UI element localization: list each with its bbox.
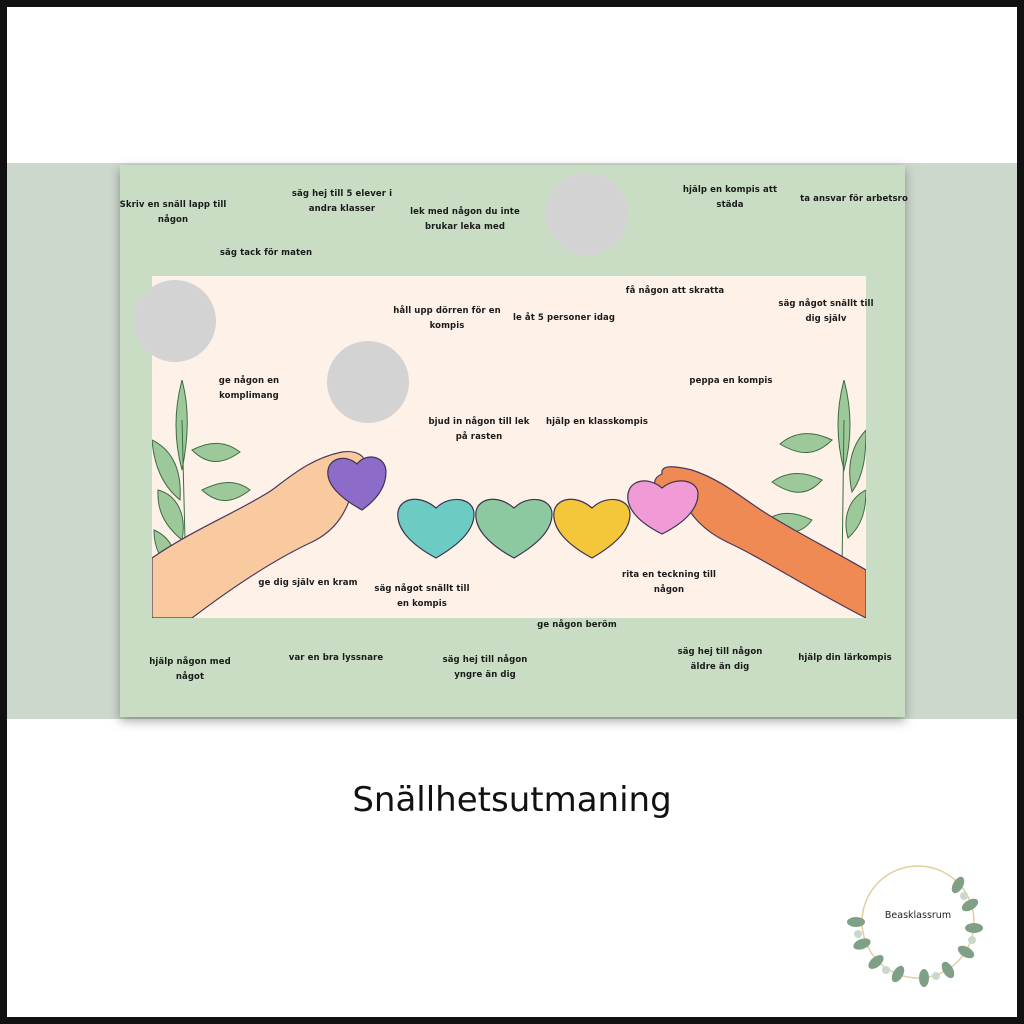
heart-teal-icon: [397, 498, 475, 559]
brand-logo: Beasklassrum: [838, 860, 998, 1000]
task-label: säg tack för maten: [219, 248, 313, 258]
task-label: få någon att skratta: [625, 286, 725, 296]
task-label: hjälp någon med något: [149, 657, 231, 682]
right-leaves-icon: [763, 380, 866, 571]
task-label: säg något snällt till en kompis: [374, 584, 470, 609]
placeholder-circle-top: [546, 173, 628, 255]
task-label: säg hej till någon äldre än dig: [677, 647, 763, 672]
task-label: säg något snällt till dig själv: [778, 299, 874, 324]
heart-green-icon: [475, 498, 553, 559]
wreath-icon: [847, 865, 983, 987]
task-label: håll upp dörren för en kompis: [393, 306, 501, 331]
placeholder-circle-left: [134, 280, 216, 362]
task-label: hjälp en kompis att städa: [682, 185, 778, 210]
task-label: var en bra lyssnare: [288, 653, 384, 663]
task-label: hjälp en klasskompis: [545, 417, 649, 427]
heart-pink-icon: [627, 480, 699, 535]
task-label: lek med någon du inte brukar leka med: [410, 207, 520, 232]
task-label: ge någon beröm: [537, 620, 617, 630]
task-label: hjälp din lärkompis: [798, 653, 892, 663]
task-label: peppa en kompis: [689, 376, 773, 386]
task-label: rita en teckning till någon: [621, 570, 717, 595]
right-hand-icon: [654, 466, 866, 618]
hands-and-hearts-illustration: [152, 380, 866, 618]
task-label: bjud in någon till lek på rasten: [428, 417, 530, 442]
task-label: ta ansvar för arbetsro: [800, 194, 908, 204]
task-label: säg hej till någon yngre än dig: [442, 655, 528, 680]
task-label: Skriv en snäll lapp till någon: [119, 200, 227, 225]
task-label: säg hej till 5 elever i andra klasser: [291, 189, 393, 214]
placeholder-circle-middle: [327, 341, 409, 423]
brand-name: Beasklassrum: [884, 910, 952, 921]
page-title: Snällhetsutmaning: [352, 780, 672, 820]
heart-yellow-icon: [553, 498, 631, 559]
task-label: ge dig själv en kram: [258, 578, 358, 588]
task-label: ge någon en komplimang: [218, 376, 280, 401]
task-label: le åt 5 personer idag: [512, 313, 616, 323]
heart-purple-icon: [327, 456, 387, 511]
